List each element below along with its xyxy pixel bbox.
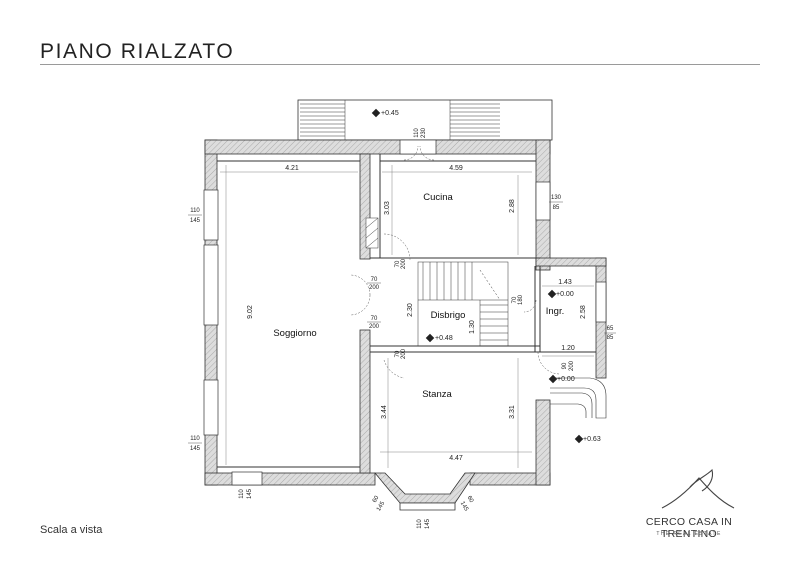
room-stanza: Stanza bbox=[422, 389, 452, 400]
door-swings bbox=[349, 145, 561, 379]
dim-stanza-left: 3.44 bbox=[381, 405, 388, 419]
level-marker-entrance: +0.00 bbox=[547, 289, 574, 299]
level-marker-lower-entrance: +0.00 bbox=[548, 374, 575, 384]
svg-text:110: 110 bbox=[414, 128, 420, 138]
svg-text:200: 200 bbox=[369, 324, 380, 330]
room-soggiorno: Soggiorno bbox=[273, 328, 316, 339]
opening-window-top: 110 230 bbox=[414, 127, 427, 138]
room-cucina: Cucina bbox=[423, 192, 453, 203]
dim-cucina-width: 4.59 bbox=[449, 165, 463, 172]
opening-door-cucina: 70 200 bbox=[395, 258, 407, 269]
dim-stanza-width: 4.47 bbox=[449, 455, 463, 462]
dim-ingresso-bottom: 1.20 bbox=[561, 345, 575, 352]
dim-disbrigo-width: 2.30 bbox=[407, 303, 414, 317]
svg-text:70: 70 bbox=[371, 277, 378, 283]
svg-text:130: 130 bbox=[551, 195, 562, 201]
terrace-steps-right bbox=[449, 100, 500, 140]
opening-door-soggiorno-2: 70 200 bbox=[367, 316, 381, 330]
windows bbox=[203, 139, 607, 486]
staircase bbox=[417, 261, 509, 347]
svg-text:145: 145 bbox=[425, 518, 431, 529]
svg-text:145: 145 bbox=[190, 218, 201, 224]
level-marker-icon bbox=[371, 108, 381, 118]
opening-door-stanza: 70 200 bbox=[395, 348, 407, 359]
page-title: PIANO RIALZATO bbox=[40, 40, 235, 63]
opening-bay-left: 60 145 bbox=[372, 495, 387, 513]
svg-text:110: 110 bbox=[190, 436, 200, 442]
opening-door-entry: 90 200 bbox=[562, 360, 575, 371]
svg-text:230: 230 bbox=[421, 127, 427, 138]
entrance-steps bbox=[550, 377, 607, 419]
level-marker-terrace: +0.45 bbox=[371, 108, 399, 118]
svg-text:60: 60 bbox=[372, 495, 381, 504]
top-terrace bbox=[297, 99, 553, 141]
brand-logo bbox=[661, 468, 735, 509]
interior-walls bbox=[217, 154, 596, 468]
svg-text:145: 145 bbox=[459, 501, 470, 513]
logo-roof-icon bbox=[661, 477, 735, 509]
svg-text:110: 110 bbox=[239, 489, 245, 499]
svg-text:110: 110 bbox=[417, 519, 423, 529]
dim-cucina-depth: 2.88 bbox=[509, 199, 516, 213]
svg-text:+0.00: +0.00 bbox=[557, 376, 575, 383]
dim-ingresso-width: 1.43 bbox=[558, 279, 572, 286]
svg-text:200: 200 bbox=[401, 258, 407, 269]
svg-text:70: 70 bbox=[371, 316, 378, 322]
svg-text:200: 200 bbox=[569, 360, 575, 371]
opening-window-bottom-left: 110 145 bbox=[239, 488, 253, 499]
opening-window-left1: 110 145 bbox=[188, 208, 202, 224]
bay-window bbox=[374, 472, 476, 511]
svg-text:85: 85 bbox=[553, 205, 560, 211]
svg-text:60: 60 bbox=[466, 495, 475, 504]
svg-text:110: 110 bbox=[190, 208, 200, 214]
dim-disbrigo-depth: 1.30 bbox=[469, 320, 476, 334]
level-marker-icon bbox=[574, 434, 584, 444]
dim-cucina-wall: 3.03 bbox=[384, 201, 391, 215]
title-divider bbox=[40, 64, 760, 65]
svg-text:145: 145 bbox=[376, 500, 387, 512]
svg-text:90: 90 bbox=[562, 362, 568, 369]
svg-text:85: 85 bbox=[607, 335, 614, 341]
level-marker-disbrigo: +0.48 bbox=[425, 333, 453, 343]
opening-door-disbrigo: 70 180 bbox=[512, 294, 524, 305]
opening-bay-right: 60 145 bbox=[459, 495, 475, 513]
dim-soggiorno-length: 9.02 bbox=[247, 305, 254, 319]
svg-text:65: 65 bbox=[607, 326, 614, 332]
kitchen-counter bbox=[365, 217, 379, 249]
dim-soggiorno-width: 4.21 bbox=[285, 165, 299, 172]
dim-ingresso-depth: 2.58 bbox=[580, 305, 587, 319]
level-marker-icon bbox=[425, 333, 435, 343]
scale-note: Scala a vista bbox=[40, 524, 103, 536]
terrace-steps-left bbox=[300, 100, 346, 140]
opening-window-kitchen: 130 85 bbox=[549, 195, 563, 211]
svg-text:200: 200 bbox=[369, 285, 380, 291]
level-marker-outside: +0.63 bbox=[574, 434, 601, 444]
room-ingresso: Ingr. bbox=[546, 306, 565, 317]
svg-text:200: 200 bbox=[401, 348, 407, 359]
opening-window-left2: 110 145 bbox=[188, 436, 202, 452]
logo-leaf-icon bbox=[689, 468, 714, 492]
svg-text:+0.63: +0.63 bbox=[583, 436, 601, 443]
brand-name: CERCO CASA IN TRENTINO bbox=[645, 516, 733, 540]
opening-door-soggiorno-1: 70 200 bbox=[367, 277, 381, 291]
brand-tagline: THE REAL ESTATE bbox=[656, 531, 722, 537]
room-disbrigo: Disbrigo bbox=[431, 310, 466, 321]
svg-text:180: 180 bbox=[518, 294, 524, 305]
level-marker-icon bbox=[548, 374, 558, 384]
svg-text:145: 145 bbox=[190, 446, 201, 452]
svg-text:145: 145 bbox=[247, 488, 253, 499]
dimension-lines bbox=[220, 165, 594, 468]
svg-text:70: 70 bbox=[512, 296, 518, 303]
svg-text:+0.48: +0.48 bbox=[435, 335, 453, 342]
opening-bay-center: 110 145 bbox=[417, 518, 431, 529]
svg-text:70: 70 bbox=[395, 350, 401, 357]
opening-window-ingresso: 65 85 bbox=[604, 326, 616, 341]
level-marker-icon bbox=[547, 289, 557, 299]
svg-text:+0.00: +0.00 bbox=[556, 291, 574, 298]
svg-text:70: 70 bbox=[395, 260, 401, 267]
svg-text:+0.45: +0.45 bbox=[381, 110, 399, 117]
dim-stanza-right: 3.31 bbox=[509, 405, 516, 419]
